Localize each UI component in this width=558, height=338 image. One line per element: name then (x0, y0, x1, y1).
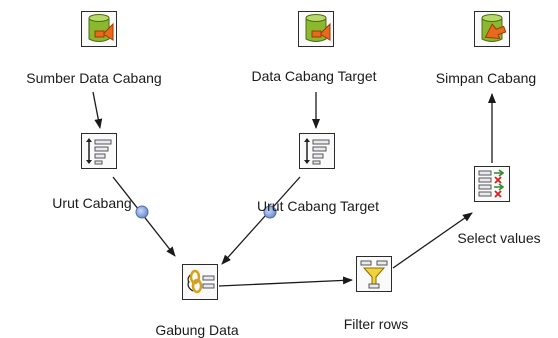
step-gabung-data[interactable] (182, 264, 218, 300)
step-label: Gabung Data (155, 322, 239, 338)
select-values-icon (478, 169, 505, 198)
hop-uruttarget-to-gabung[interactable] (221, 176, 301, 265)
sort-rows-icon (86, 138, 112, 165)
step-filter-rows[interactable] (356, 256, 392, 292)
table-input-icon (305, 14, 331, 42)
merge-join-icon (187, 269, 215, 294)
step-label: Urut Cabang Target (257, 198, 379, 214)
step-select-values[interactable] (474, 166, 510, 202)
step-label: Simpan Cabang (435, 70, 537, 86)
step-label: Select values (457, 230, 541, 246)
hop-marker-urut-cabang[interactable] (135, 205, 149, 219)
hop-filter-to-select[interactable] (392, 212, 473, 269)
step-urut-cabang-target[interactable] (299, 133, 335, 169)
sort-rows-icon (304, 138, 330, 165)
step-label: Data Cabang Target (251, 68, 377, 84)
step-sumber-data-cabang[interactable] (81, 11, 117, 47)
step-urut-cabang[interactable] (81, 133, 117, 169)
step-simpan-cabang[interactable] (474, 11, 510, 47)
hop-sumber-to-urut[interactable] (92, 91, 103, 129)
step-data-cabang-target[interactable] (298, 11, 334, 47)
table-output-icon (481, 14, 507, 42)
step-label: Sumber Data Cabang (26, 70, 162, 86)
hop-marker-urut-cabang-target[interactable] (263, 205, 277, 219)
step-label: Filter rows (343, 316, 409, 332)
step-label: Urut Cabang (52, 195, 132, 211)
hop-gabung-to-filter[interactable] (218, 276, 353, 287)
table-input-icon (88, 14, 114, 42)
filter-rows-icon (360, 260, 388, 289)
